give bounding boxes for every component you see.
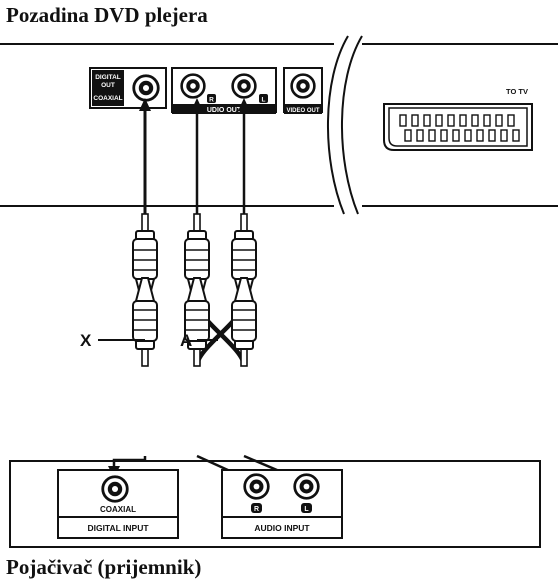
coaxial-cable-x [108,98,158,478]
scart-pin [452,129,460,142]
digital-input-jack-label: COAXIAL [100,505,136,514]
scart-pin [435,114,443,127]
scart-pin [464,129,472,142]
scart-pin [488,129,496,142]
scart-pin [471,114,479,127]
scart-pin [459,114,467,127]
video-out-label: VIDEO OUT [286,108,319,114]
video-out-jack[interactable] [290,73,316,99]
dvd-player-rear-title: Pozadina DVD plejera [6,3,208,27]
audio-out-label: UDIO OUT [207,107,242,114]
digital-out-coaxial-jack[interactable] [132,74,160,102]
scart-pin [483,114,491,127]
scart-pin [428,129,436,142]
cable-x-label: X [80,331,92,350]
audio-out-right-marker [207,94,216,103]
digital-input-coaxial-jack[interactable] [101,475,129,503]
audio-out-left-jack[interactable] [231,73,257,99]
amplifier-title: Pojačivač (prijemnik) [6,555,202,579]
audio-input-right-jack[interactable] [243,473,270,500]
audio-input-right-marker [251,503,262,513]
scart-pin [399,114,407,127]
amplifier-outline [9,460,541,548]
audio-out-right-jack[interactable] [180,73,206,99]
scart-pin [500,129,508,142]
digital-out-panel: DIGITAL OUT COAXIAL [89,67,167,109]
audio-out-left-mark: L [262,97,266,104]
scart-pin [476,129,484,142]
audio-input-right-mark: R [254,506,259,513]
scart-pin [507,114,515,127]
scart-pin [411,114,419,127]
audio-out-left-marker [259,94,268,103]
scart-pin [404,129,412,142]
cable-a-label: A [180,331,192,350]
scart-pin [447,114,455,127]
audio-input-left-jack[interactable] [293,473,320,500]
scart-pin [495,114,503,127]
audio-input-panel-label: AUDIO INPUT [254,523,310,533]
scart-label: TO TV [506,87,528,96]
scart-pin [512,129,520,142]
scart-pin [440,129,448,142]
audio-input-left-marker [301,503,312,513]
scart-pin [416,129,424,142]
audio-input-panel: AUDIO INPUT R L [221,469,343,539]
digital-out-label-line3: COAXIAL [93,95,122,102]
dvd-player-outline [0,35,558,215]
scart-connector[interactable] [383,103,533,151]
digital-out-label-line1: DIGITAL [95,74,121,81]
coaxial-plug-bottom [132,277,158,367]
scart-pin [423,114,431,127]
digital-input-panel-label: DIGITAL INPUT [87,523,149,533]
digital-out-label-line2: OUT [101,82,115,89]
audio-cable-a [184,98,301,481]
audio-out-right-mark: R [209,97,214,104]
audio-input-left-mark: L [304,506,309,513]
